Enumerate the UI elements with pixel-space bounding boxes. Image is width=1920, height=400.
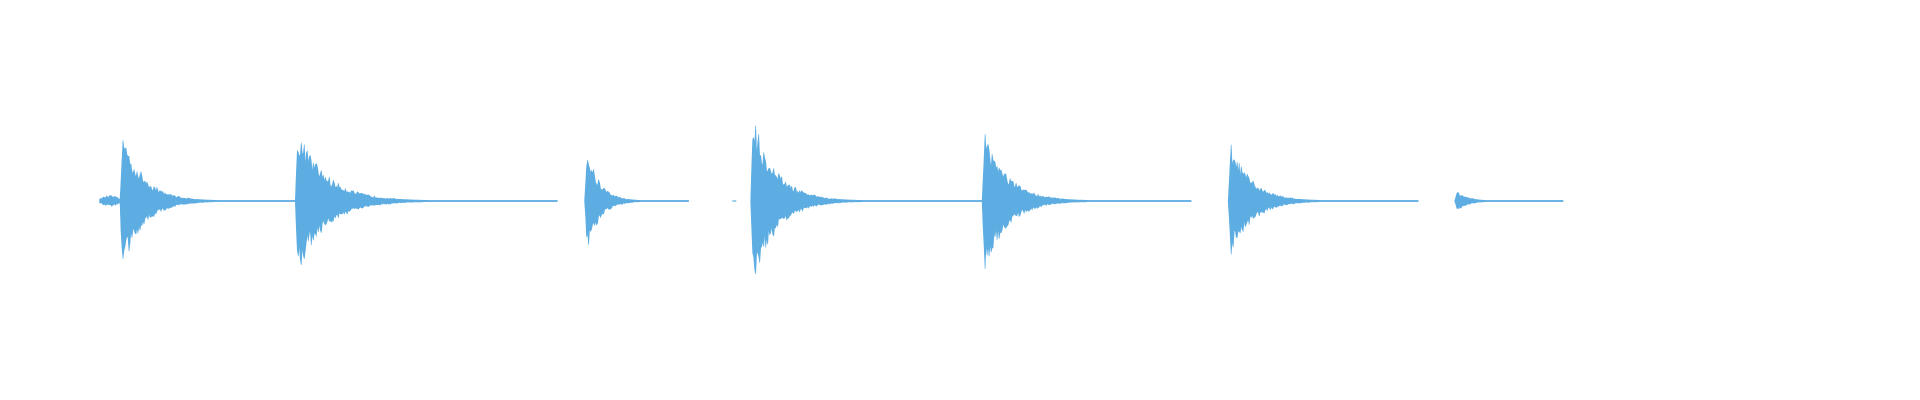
waveform-hit-5: [750, 125, 982, 274]
waveform-hit-8: [1454, 191, 1564, 209]
waveform-tick-1: [732, 200, 737, 202]
waveform-hit-2: [119, 140, 296, 259]
waveform-hit-7: [1227, 144, 1419, 255]
waveform-hit-1: [99, 195, 120, 207]
waveform-tick-2: [1559, 200, 1564, 202]
waveform-hit-3: [295, 142, 558, 265]
waveform-hit-6: [981, 134, 1192, 270]
waveform-hit-4: [584, 160, 689, 245]
